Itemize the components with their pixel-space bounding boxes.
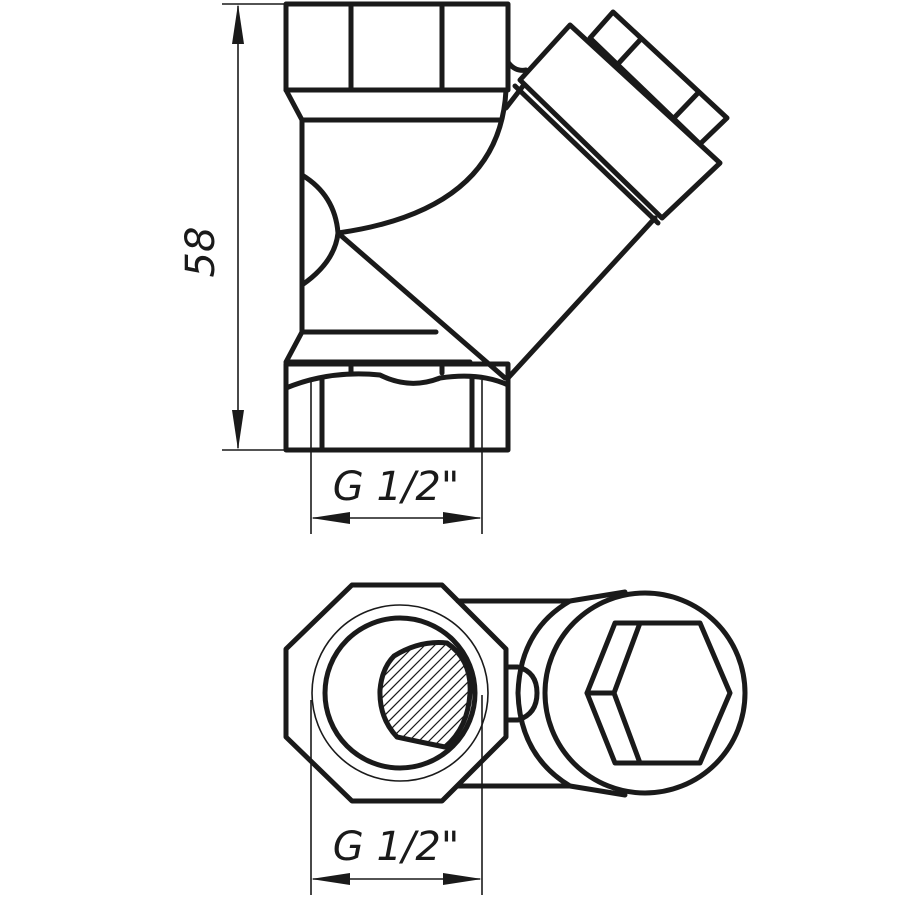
bottom-hex-nut xyxy=(283,361,511,453)
front-thread-dim-label: G 1/2" xyxy=(333,464,459,510)
front-thread-dimension: G 1/2" xyxy=(310,450,483,534)
strainer-cap xyxy=(587,9,730,147)
top-hex-nut xyxy=(283,1,511,93)
top-view: G 1/2" xyxy=(283,582,748,895)
cap-circle xyxy=(542,590,748,796)
octagon-nut xyxy=(283,582,509,804)
height-dim-label: 58 xyxy=(178,227,224,278)
top-thread-dimension: G 1/2" xyxy=(310,695,483,895)
front-view: 58 G 1/2" xyxy=(178,1,730,534)
top-thread-dim-label: G 1/2" xyxy=(333,824,459,870)
branch-body xyxy=(517,22,723,221)
height-dimension: 58 xyxy=(178,3,286,451)
